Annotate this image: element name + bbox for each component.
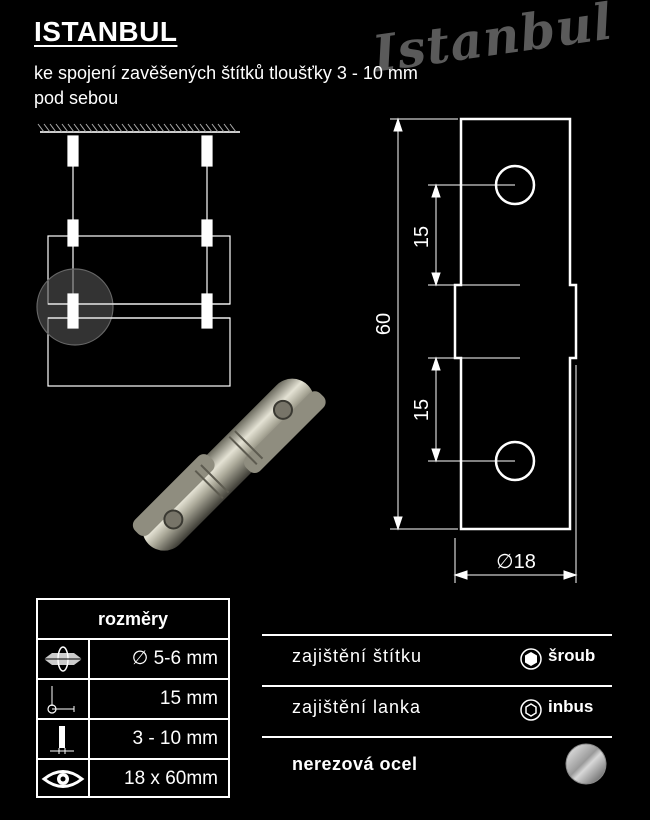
hatch-line xyxy=(67,123,75,133)
dim-top-label: 15 xyxy=(411,226,433,248)
divider xyxy=(262,634,612,636)
feature-value: šroub xyxy=(548,646,596,665)
hatch-line xyxy=(115,123,123,133)
hatch-line xyxy=(163,123,171,133)
hatch-line xyxy=(43,123,51,133)
hatch-line xyxy=(121,123,129,133)
hatch-line xyxy=(73,123,81,133)
hatch-line xyxy=(133,123,141,133)
feature-row-screw: zajištění štítku šroub xyxy=(262,634,612,682)
hatch-line xyxy=(103,123,111,133)
steel-swatch-icon xyxy=(565,743,607,785)
feature-label: zajištění štítku xyxy=(292,646,423,666)
spec-row: 18 x 60mm xyxy=(38,760,228,798)
dimensions-heading: rozměry xyxy=(38,600,228,640)
hatch-line xyxy=(211,123,219,133)
spec-row: 3 - 10 mm xyxy=(38,720,228,760)
hatch-line xyxy=(193,123,201,133)
dim-bottom-label: 15 xyxy=(411,399,433,421)
hatch-line xyxy=(187,123,195,133)
hatch-line xyxy=(205,123,213,133)
hatch-line xyxy=(217,123,225,133)
hatch-line xyxy=(85,123,93,133)
technical-drawing: 15 60 15 ∅18 xyxy=(36,117,578,583)
hatch-line xyxy=(157,123,165,133)
feature-value: inbus xyxy=(548,697,594,716)
hatch-line xyxy=(199,123,207,133)
hatch-line xyxy=(127,123,135,133)
hatch-line xyxy=(229,123,237,133)
hatch-line xyxy=(181,123,189,133)
spec-row: 15 mm xyxy=(38,680,228,720)
hatch-line xyxy=(61,123,69,133)
spec-value: 15 mm xyxy=(159,688,218,709)
spec-row: ∅ 5-6 mm xyxy=(38,640,228,680)
product-title: ISTANBUL xyxy=(34,16,178,47)
hatch-line xyxy=(79,123,87,133)
hatch-line xyxy=(97,123,105,133)
hatch-line xyxy=(169,123,177,133)
hex-screw-icon xyxy=(520,648,542,670)
eye-icon xyxy=(38,760,90,798)
dimension-lines xyxy=(390,117,578,583)
dimensions-table: rozměry ∅ 5-6 mm 15 mm xyxy=(36,598,230,798)
suspension-illustration xyxy=(36,135,231,387)
spec-value: ∅ 5-6 mm xyxy=(131,648,218,669)
cable-diameter-icon xyxy=(38,640,90,678)
feature-row-material: nerezová ocel xyxy=(262,736,612,796)
inbus-icon xyxy=(520,699,542,721)
feature-label: nerezová ocel xyxy=(292,754,418,774)
feature-row-inbus: zajištění lanka inbus xyxy=(262,685,612,733)
dim-total-label: 60 xyxy=(373,313,395,335)
hatch-line xyxy=(37,123,45,133)
hatch-line xyxy=(175,123,183,133)
plate-thickness-icon xyxy=(38,720,90,758)
hatch-line xyxy=(151,123,159,133)
hatch-line xyxy=(145,123,153,133)
hatch-line xyxy=(55,123,63,133)
spec-value: 18 x 60mm xyxy=(124,768,218,789)
hatch-line xyxy=(223,123,231,133)
hatch-line xyxy=(49,123,57,133)
subtitle-line-1: ke spojení zavěšených štítků tloušťky 3 … xyxy=(34,63,418,83)
feature-label: zajištění lanka xyxy=(292,697,422,717)
hatch-line xyxy=(91,123,99,133)
hole-distance-icon xyxy=(38,680,90,718)
spec-value: 3 - 10 mm xyxy=(132,728,218,749)
connector-product-image xyxy=(132,378,326,551)
divider xyxy=(262,736,612,738)
hatch-line xyxy=(109,123,117,133)
dim-diameter-label: ∅18 xyxy=(496,551,536,573)
front-view-outline xyxy=(453,117,578,531)
hatch-line xyxy=(139,123,147,133)
subtitle-line-2: pod sebou xyxy=(34,88,119,108)
ceiling-hatch xyxy=(37,123,240,133)
divider xyxy=(262,685,612,687)
